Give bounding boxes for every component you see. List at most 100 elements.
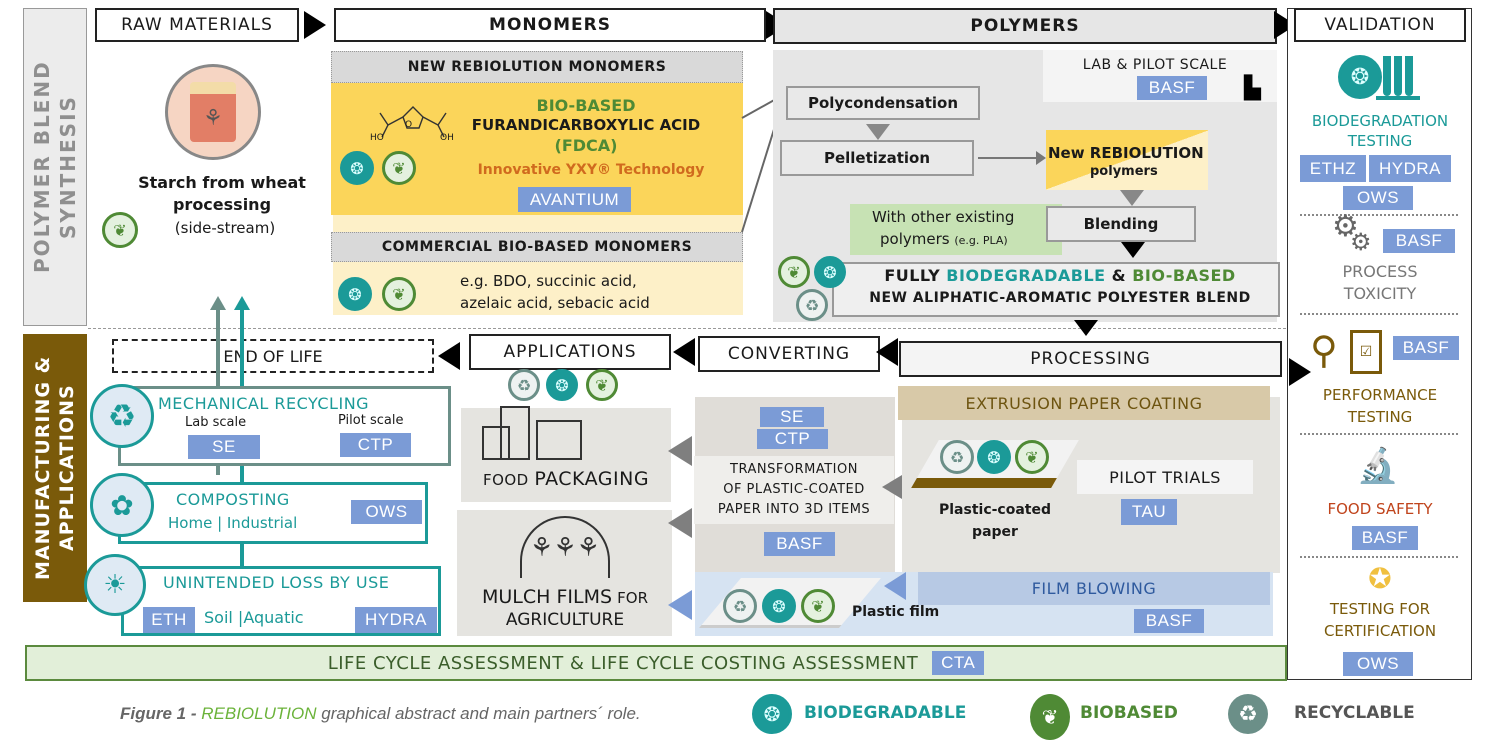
arrow-left-gray-icon — [668, 508, 692, 538]
converting-line1: TRANSFORMATION — [730, 462, 858, 477]
converting-line3: PAPER INTO 3D ITEMS — [717, 502, 871, 517]
mulch-films-label-line1: MULCH FILMS FOR — [481, 586, 648, 608]
partner-tag-cta: CTA — [932, 651, 985, 675]
certificate-icon: ✪ — [1368, 561, 1392, 595]
other-polymers-line2: polymers (e.g. PLA) — [880, 230, 1008, 248]
greenhouse-wheat-icon: ⚘⚘⚘ — [520, 516, 610, 578]
partner-tag-ethz: ETHZ — [1300, 155, 1366, 182]
recycle-icon: ♻ — [796, 289, 828, 321]
partner-tag-basf: BASF — [1383, 229, 1455, 253]
arrow-down-icon — [1121, 242, 1145, 258]
fdca-structure-icon — [379, 106, 447, 138]
molecule-ho-label: HO — [370, 133, 384, 143]
food-containers-icon — [482, 406, 582, 462]
partner-tag-tau: TAU — [1121, 499, 1177, 525]
fdca-technology: Innovative YXY® Technology — [477, 162, 705, 178]
polymers-header: POLYMERS — [773, 8, 1277, 44]
gears-icon: ⚙ — [1350, 228, 1372, 256]
separator — [1300, 433, 1458, 435]
polymer-blend-synthesis-label: POLYMER BLEND SYNTHESIS — [23, 8, 87, 326]
biodegradation-title-line2: TESTING — [1347, 132, 1413, 150]
partner-tag-se: SE — [760, 407, 824, 427]
commercial-examples-line2: azelaic acid, sebacic acid — [460, 294, 650, 312]
new-polymers-line1: New REBIOLUTION — [1048, 144, 1204, 162]
arrow-down-icon — [1074, 320, 1098, 336]
food-packaging-label: FOOD PACKAGING — [482, 468, 650, 490]
biodegradable-icon: ❂ — [546, 369, 578, 401]
fdca-bio-based: BIO-BASED — [536, 96, 636, 115]
performance-testing-line2: TESTING — [1347, 408, 1413, 426]
arrow-down-icon — [866, 124, 890, 140]
process-toxicity-line1: PROCESS — [1342, 262, 1418, 281]
arrow-right-icon — [304, 11, 326, 39]
arrow-right-icon — [1289, 358, 1311, 386]
extrusion-title: EXTRUSION PAPER COATING — [898, 386, 1270, 420]
figure-caption: Figure 1 - REBIOLUTION graphical abstrac… — [120, 704, 641, 723]
applications-header: APPLICATIONS — [469, 334, 671, 370]
legend-recyclable-label: RECYCLABLE — [1294, 703, 1415, 723]
legend-biobased-icon: ❦ — [1030, 694, 1070, 740]
performance-testing-line1: PERFORMANCE — [1322, 386, 1438, 404]
arrow-left-blue-icon — [884, 572, 906, 600]
partner-tag-basf: BASF — [1352, 526, 1418, 550]
biodegradable-icon: ❂ — [340, 151, 374, 185]
arrow-head-icon — [1036, 151, 1046, 165]
arrow-right-line — [978, 157, 1040, 159]
other-polymers-line1: With other existing — [872, 208, 1015, 226]
process-toxicity-line2: TOXICITY — [1343, 284, 1417, 303]
partner-tag-avantium: AVANTIUM — [518, 187, 631, 212]
partner-tag-basf: BASF — [1134, 609, 1204, 633]
fdca-name: FURANDICARBOXYLIC ACID — [471, 116, 701, 134]
partner-tag-basf: BASF — [764, 532, 835, 556]
manufacturing-applications-label: MANUFACTURING & APPLICATIONS — [23, 334, 87, 602]
gears-icon: ⚙ — [1332, 209, 1359, 244]
arrow-left-icon — [876, 338, 898, 366]
fdca-abbr: (FDCA) — [554, 136, 618, 155]
legend-biodegradable-icon: ❂ — [752, 694, 792, 734]
arrow-down-icon — [1120, 190, 1144, 206]
arrow-left-icon — [438, 342, 460, 370]
molecule-oh-label: OH — [440, 133, 454, 143]
pilot-scale-label: Pilot scale — [338, 413, 404, 428]
polycondensation-step: Polycondensation — [786, 86, 980, 120]
biobased-leaf-icon: ❦ — [382, 277, 416, 311]
arrow-up-icon — [210, 296, 226, 310]
partner-tag-ows: OWS — [1343, 186, 1413, 210]
separator — [1300, 313, 1458, 315]
certification-line2: CERTIFICATION — [1323, 622, 1437, 640]
magnifier-icon: ⚲ — [1310, 328, 1338, 372]
separator — [1300, 214, 1458, 216]
arrow-left-gray-icon — [668, 436, 692, 466]
new-monomers-title: NEW REBIOLUTION MONOMERS — [331, 51, 743, 83]
commercial-monomers-title: COMMERCIAL BIO-BASED MONOMERS — [331, 232, 743, 262]
partner-tag-ctp: CTP — [757, 429, 828, 449]
mulch-films-label-line2: AGRICULTURE — [505, 610, 625, 630]
other-polymers-panel — [850, 204, 1062, 255]
biobased-leaf-icon: ❦ — [1015, 440, 1049, 474]
lca-bar: LIFE CYCLE ASSESSMENT & LIFE CYCLE COSTI… — [25, 645, 1287, 681]
blend-line1: FULLY BIODEGRADABLE & BIO-BASED — [884, 266, 1236, 285]
pilot-trials-label: PILOT TRIALS — [1077, 460, 1253, 494]
biobased-leaf-icon: ❦ — [801, 589, 835, 623]
arrow-left-icon — [673, 338, 695, 366]
partner-tag-eth: ETH — [143, 607, 195, 633]
partner-tag-se: SE — [188, 435, 260, 459]
film-blowing-title: FILM BLOWING — [918, 572, 1270, 605]
lca-label: LIFE CYCLE ASSESSMENT & LIFE CYCLE COSTI… — [327, 652, 919, 674]
biobased-leaf-icon: ❦ — [102, 212, 138, 248]
starch-sack-icon: ⚘ — [165, 64, 261, 160]
coated-paper-label-line1: Plastic-coated — [938, 502, 1051, 518]
legend-biodegradable-label: BIODEGRADABLE — [804, 703, 967, 723]
biodegradable-icon: ❂ — [814, 256, 846, 288]
landscape-icon: ☀ — [84, 554, 146, 616]
starch-subtitle: (side-stream) — [174, 219, 276, 237]
food-safety-label: FOOD SAFETY — [1327, 500, 1433, 518]
wheat-icon: ⚘ — [203, 105, 223, 131]
converting-line2: OF PLASTIC-COATED — [723, 482, 865, 497]
recycle-icon: ♻ — [90, 384, 154, 448]
checklist-icon: ☑ — [1350, 330, 1382, 374]
blend-line2: NEW ALIPHATIC-AROMATIC POLYESTER BLEND — [869, 290, 1251, 306]
arrow-left-blue-icon — [668, 590, 692, 620]
arrow-left-gray-icon — [882, 475, 902, 499]
starch-title: Starch from wheat processing — [138, 173, 306, 214]
